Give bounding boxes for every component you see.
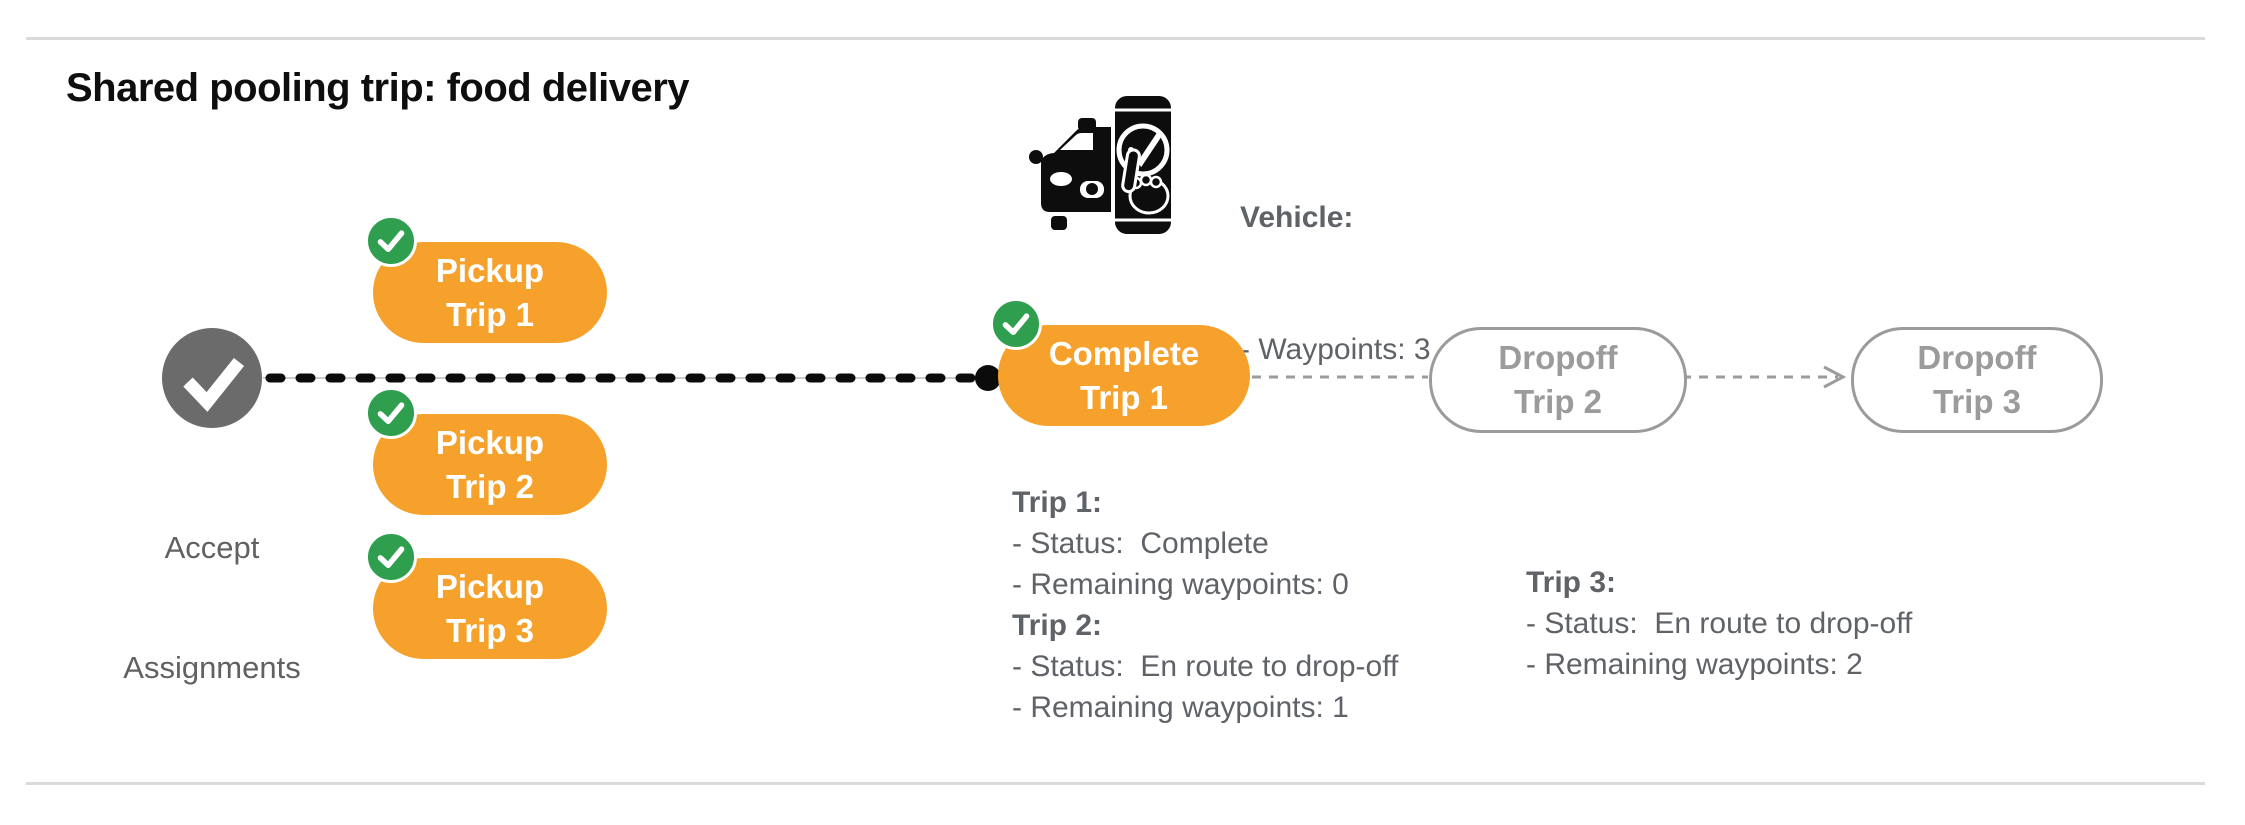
pill-label-line2: Trip 1: [1079, 378, 1169, 416]
arrowhead-icon: [1823, 365, 1847, 389]
trip2-status: - Status: En route to drop-off: [1012, 650, 1399, 683]
node-dropoff-trip-3: Dropoff Trip 3: [1851, 327, 2103, 433]
check-icon: [183, 357, 245, 412]
pill-label-line1: Pickup: [435, 251, 545, 289]
pill-label-line1: Pickup: [435, 567, 545, 605]
pill-label-line1: Dropoff: [1917, 339, 2037, 376]
car-phone-check-icon: [1025, 88, 1175, 243]
trip-status-block-1-2: Trip 1: - Status: Complete - Remaining w…: [1012, 482, 1398, 728]
check-badge-icon: [365, 215, 417, 267]
phone-shape: [1111, 92, 1175, 238]
node-pickup-trip-1: Pickup Trip 1: [365, 215, 607, 343]
trip1-status: - Status: Complete: [1012, 527, 1269, 560]
top-divider: [26, 37, 2205, 40]
trip-status-block-3: Trip 3: - Status: En route to drop-off -…: [1526, 562, 1912, 685]
pill-label-line2: Trip 1: [445, 295, 535, 333]
check-badge-icon: [365, 387, 417, 439]
pill-label-line1: Pickup: [435, 423, 545, 461]
node-pickup-trip-3: Pickup Trip 3: [365, 531, 607, 659]
trip1-header: Trip 1:: [1012, 486, 1103, 519]
pill-label-line2: Trip 2: [1513, 383, 1603, 420]
trip3-status: - Status: En route to drop-off: [1526, 607, 1913, 640]
trip2-waypoints: - Remaining waypoints: 1: [1012, 691, 1349, 724]
pill-label-line1: Complete: [1048, 334, 1200, 372]
node-complete-trip-1: Complete Trip 1: [990, 298, 1250, 426]
pill-label-line2: Trip 2: [445, 467, 535, 505]
accept-label-line2: Assignments: [123, 650, 301, 685]
check-badge-icon: [990, 298, 1042, 350]
car-shape: [1029, 118, 1115, 230]
pill-label-line2: Trip 3: [445, 611, 535, 649]
trip2-header: Trip 2:: [1012, 609, 1103, 642]
trip3-waypoints: - Remaining waypoints: 2: [1526, 648, 1863, 681]
pill-label-line1: Dropoff: [1498, 339, 1618, 376]
hand-shape: [1121, 148, 1170, 215]
accept-assignments-label: Accept Assignments: [37, 448, 387, 768]
pill-label-line2: Trip 3: [1932, 383, 2022, 420]
vehicle-label: Vehicle:: [1240, 201, 1354, 234]
trip3-header: Trip 3:: [1526, 566, 1617, 599]
node-dropoff-trip-2: Dropoff Trip 2: [1429, 327, 1687, 433]
trip1-waypoints: - Remaining waypoints: 0: [1012, 568, 1349, 601]
node-pickup-trip-2: Pickup Trip 2: [365, 387, 607, 515]
accept-assignments-node: [162, 328, 262, 428]
page-title: Shared pooling trip: food delivery: [66, 66, 690, 110]
bottom-divider: [26, 782, 2205, 785]
vehicle-info: Vehicle: - Waypoints: 3: [1240, 108, 1431, 460]
check-badge-icon: [365, 531, 417, 583]
vehicle-waypoints: - Waypoints: 3: [1240, 333, 1431, 366]
accept-label-line1: Accept: [164, 530, 260, 565]
